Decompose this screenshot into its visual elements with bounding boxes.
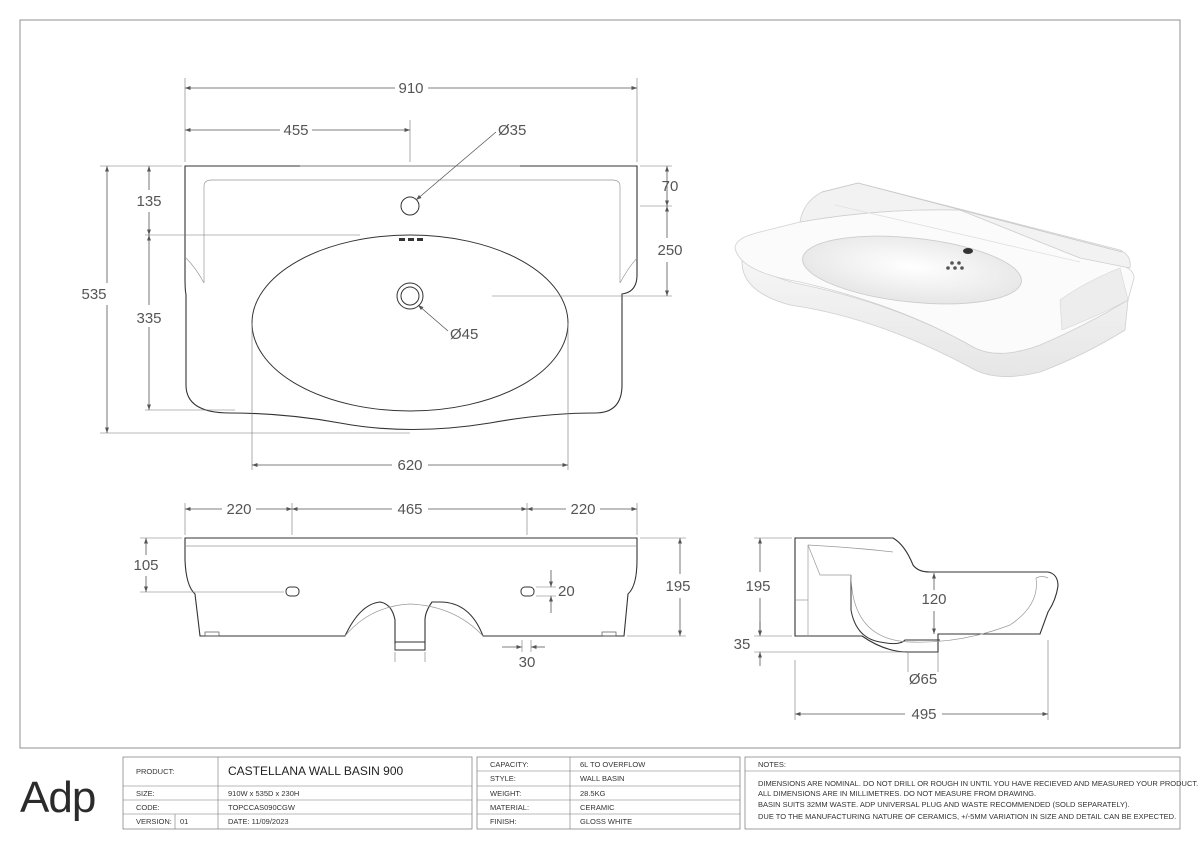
tb-code-value: TOPCCAS090CGW	[228, 803, 296, 812]
dim-side-waste: Ø65	[909, 671, 937, 688]
tb-product-label: PRODUCT:	[136, 767, 174, 776]
side-view: 195 120 35 Ø65 495	[734, 537, 1059, 723]
dim-overall-width: 910	[398, 80, 423, 97]
dim-half-width: 455	[283, 122, 308, 139]
front-view: 220 465 220 105 195 20 30	[133, 501, 690, 671]
tb-note-line: BASIN SUITS 32MM WASTE. ADP UNIVERSAL PL…	[758, 800, 1130, 809]
dim-tap-hole: Ø35	[498, 122, 526, 139]
dim-side-depth: 495	[911, 706, 936, 723]
dim-bowl-offset: 250	[657, 242, 682, 259]
title-block: Adp PRODUCT: CASTELLANA WALL BASIN 900 S…	[20, 756, 1198, 830]
tb-style-label: STYLE:	[490, 774, 516, 783]
overflow-right	[520, 586, 535, 597]
dim-bowl-width: 620	[397, 457, 422, 474]
dim-front-right: 220	[570, 501, 595, 518]
front-view-outline	[184, 537, 638, 651]
waste-outer	[396, 282, 424, 310]
dim-side-height: 195	[745, 578, 770, 595]
tb-product-value: CASTELLANA WALL BASIN 900	[228, 764, 404, 778]
waste-inner	[400, 286, 420, 306]
top-view: 910 455 Ø35 535 135 335 70 250	[81, 78, 683, 474]
dim-waste-width: 30	[519, 654, 536, 671]
tb-note-line: DIMENSIONS ARE NOMINAL. DO NOT DRILL OR …	[758, 779, 1198, 788]
tb-material-value: CERAMIC	[580, 803, 615, 812]
tb-finish-label: FINISH:	[490, 817, 517, 826]
dim-overflow-size: 20	[558, 583, 575, 600]
tb-finish-value: GLOSS WHITE	[580, 817, 632, 826]
drawing-border	[19, 19, 1181, 749]
dim-upstand: 70	[662, 178, 679, 195]
adp-logo: Adp	[20, 773, 95, 822]
tb-style-value: WALL BASIN	[580, 774, 624, 783]
tb-capacity-value: 6L TO OVERFLOW	[580, 760, 646, 769]
dim-back-depth: 135	[136, 193, 161, 210]
tb-note-line: ALL DIMENSIONS ARE IN MILLIMETRES. DO NO…	[758, 789, 1036, 798]
basin-render	[734, 182, 1135, 377]
tb-date: DATE: 11/09/2023	[228, 817, 289, 826]
tb-size-value: 910W x 535D x 230H	[228, 789, 299, 798]
tb-material-label: MATERIAL:	[490, 803, 529, 812]
overflow-left	[285, 586, 300, 597]
tb-capacity-label: CAPACITY:	[490, 760, 529, 769]
tb-notes-label: NOTES:	[758, 760, 786, 769]
tb-weight-value: 28.5KG	[580, 789, 606, 798]
tb-note-line: DUE TO THE MANUFACTURING NATURE OF CERAM…	[758, 812, 1176, 821]
dim-bowl-depth: 335	[136, 310, 161, 327]
dim-overflow-height: 105	[133, 557, 158, 574]
dim-front-height: 195	[665, 578, 690, 595]
side-view-outline	[794, 537, 1059, 653]
dim-front-middle: 465	[397, 501, 422, 518]
tb-size-label: SIZE:	[136, 789, 155, 798]
tb-code-label: CODE:	[136, 803, 160, 812]
top-view-outline	[184, 165, 638, 431]
tb-version-value: 01	[180, 817, 188, 826]
tb-version-label: VERSION:	[136, 817, 172, 826]
dim-side-bowl-depth: 120	[921, 591, 946, 608]
dim-waste: Ø45	[450, 326, 478, 343]
tap-hole	[400, 196, 420, 216]
tb-weight-label: WEIGHT:	[490, 789, 521, 798]
dim-side-base: 35	[734, 636, 751, 653]
dim-overall-depth: 535	[81, 286, 106, 303]
dim-front-left: 220	[226, 501, 251, 518]
